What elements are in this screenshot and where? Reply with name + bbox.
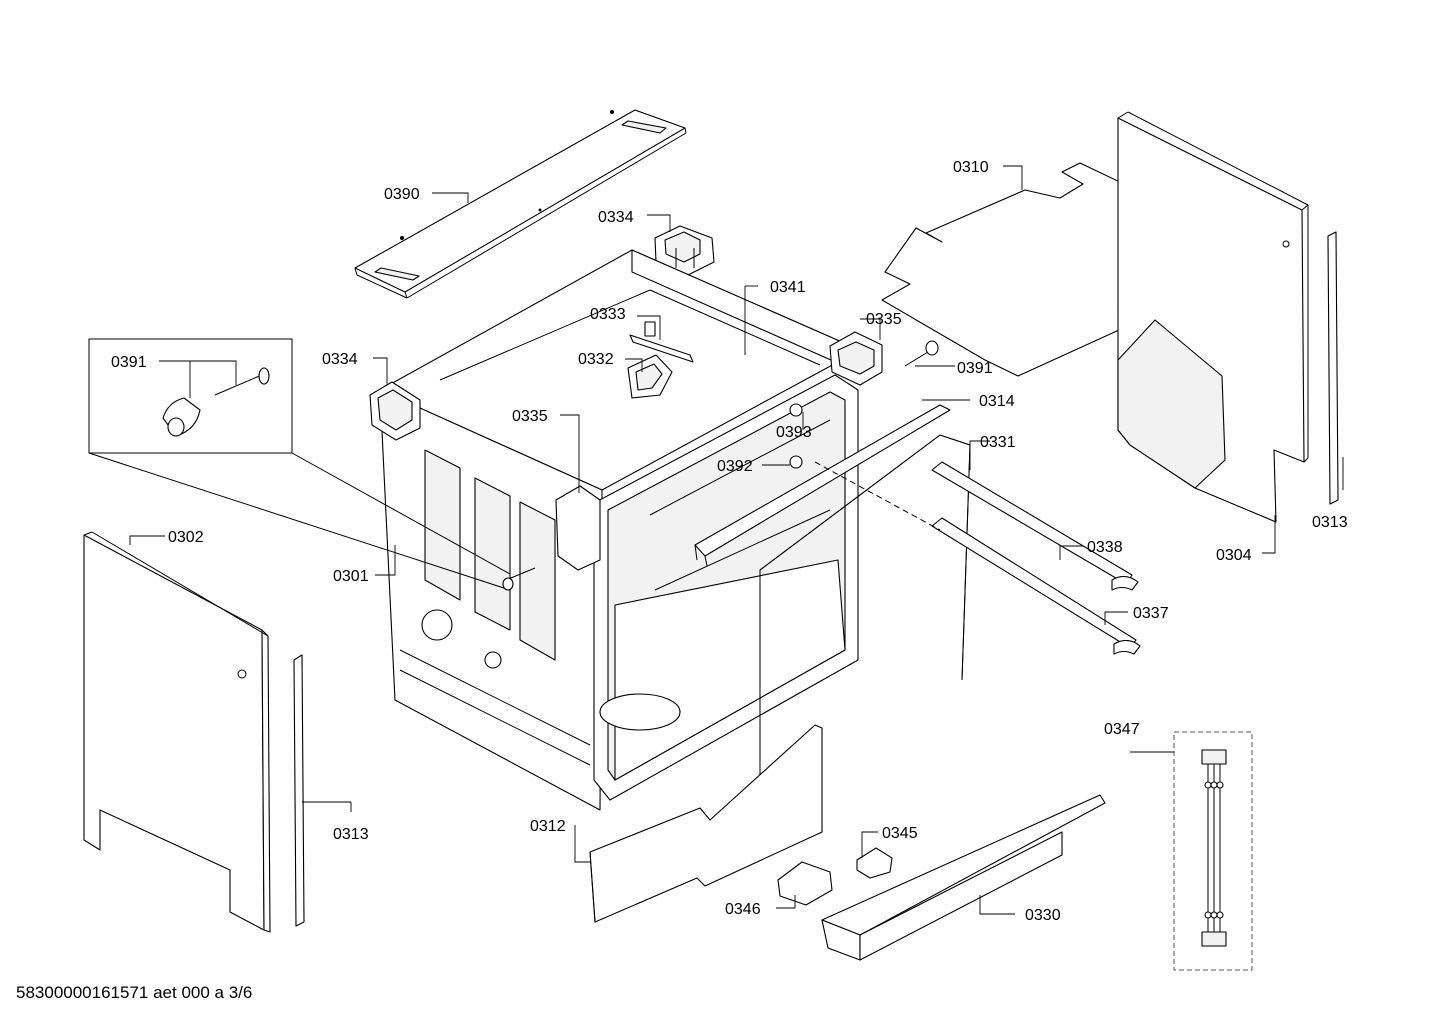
label-0301: 0301	[333, 568, 369, 585]
label-0390: 0390	[384, 186, 420, 203]
part-lower-side-rail	[931, 517, 1141, 655]
part-right-side-panel	[1117, 111, 1309, 523]
assembly-guide-line	[814, 461, 941, 531]
part-tub-body	[379, 249, 861, 811]
label-0331: 0331	[980, 434, 1016, 451]
part-wire-harness	[1173, 731, 1253, 971]
label-0334-top: 0334	[598, 209, 634, 226]
part-fitting-0393	[789, 403, 803, 417]
label-0393: 0393	[776, 424, 812, 441]
label-0345: 0345	[882, 825, 918, 842]
part-top-cover-plate	[354, 109, 687, 299]
part-hinge-bracket-left	[555, 485, 601, 571]
leader-lines	[129, 165, 1344, 915]
part-screw-0391-right	[904, 340, 939, 367]
label-0334-left: 0334	[322, 351, 358, 368]
label-0314: 0314	[979, 393, 1015, 410]
part-switch-0345	[856, 847, 893, 879]
label-0333: 0333	[590, 306, 626, 323]
label-0304: 0304	[1216, 547, 1252, 564]
part-hinge-bracket-right	[829, 331, 883, 386]
part-upper-rail	[694, 404, 951, 567]
label-0346: 0346	[725, 901, 761, 918]
diagram-reference-code: 58300000161571 aet 000 a 3/6	[16, 983, 252, 1002]
label-0302: 0302	[168, 529, 204, 546]
part-upper-side-rail	[931, 461, 1139, 591]
label-0338: 0338	[1087, 539, 1123, 556]
label-0341: 0341	[770, 279, 806, 296]
label-0313-left: 0313	[333, 826, 369, 843]
part-left-side-panel	[83, 531, 271, 933]
part-plinth-insulation	[589, 724, 823, 923]
label-0391-right: 0391	[957, 360, 993, 377]
part-right-trim-strip	[1327, 231, 1339, 505]
label-0312: 0312	[530, 818, 566, 835]
callout-labels: 0390 0334 0341 0333 0332 0334 0335 0335 …	[111, 159, 1348, 924]
part-door-seal	[759, 434, 971, 795]
part-latch-bracket	[627, 321, 694, 399]
label-0310: 0310	[953, 159, 989, 176]
part-base-tray	[821, 794, 1106, 961]
part-switch-0346	[777, 861, 833, 906]
label-0347: 0347	[1104, 721, 1140, 738]
label-0313-right: 0313	[1312, 514, 1348, 531]
label-0391-inset: 0391	[111, 354, 147, 371]
label-0332: 0332	[578, 351, 614, 368]
part-top-bracket	[654, 225, 715, 276]
label-0337: 0337	[1133, 605, 1169, 622]
label-0392: 0392	[717, 458, 753, 475]
part-fitting-0392	[789, 455, 803, 469]
label-0335-left: 0335	[512, 408, 548, 425]
part-left-trim-strip	[293, 654, 305, 927]
part-left-bracket	[369, 381, 421, 441]
label-0330: 0330	[1025, 907, 1061, 924]
detail-inset-0391	[88, 338, 536, 591]
label-0335-right: 0335	[866, 311, 902, 328]
